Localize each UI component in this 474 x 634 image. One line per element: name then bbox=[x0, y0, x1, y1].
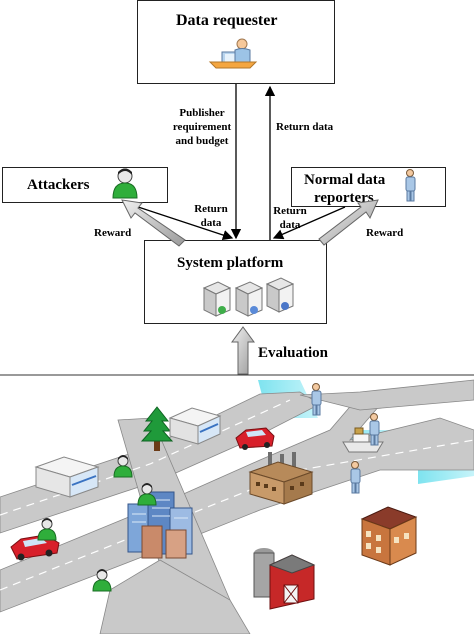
reward-arrow-right bbox=[318, 199, 379, 246]
normal-reporter-icon bbox=[369, 413, 380, 446]
normal-reporters-label-1: Normal data bbox=[304, 172, 386, 188]
publisher-req-label-1: Publisher bbox=[179, 107, 225, 119]
normal-reporters-label-2: reporters bbox=[314, 190, 374, 206]
normal-reporter-icon bbox=[405, 169, 416, 202]
factory-icon bbox=[248, 452, 314, 505]
attackers-label: Attackers bbox=[27, 177, 90, 193]
attacker-icon bbox=[112, 168, 138, 199]
car-icon bbox=[235, 427, 275, 450]
reward-arrow-left bbox=[121, 199, 186, 247]
normal-reporter-icon bbox=[311, 383, 322, 416]
return-data-left-label-2: data bbox=[200, 217, 222, 229]
evaluation-arrow bbox=[231, 326, 255, 375]
reward-left-label: Reward bbox=[94, 227, 132, 239]
skyscrapers-icon bbox=[127, 491, 193, 559]
evaluation-label: Evaluation bbox=[258, 345, 329, 361]
publisher-req-label-3: and budget bbox=[175, 135, 229, 147]
building-icon bbox=[34, 456, 100, 498]
publisher-req-label-2: requirement bbox=[172, 121, 232, 133]
person-at-computer-icon bbox=[208, 38, 258, 69]
return-data-right-label-1: Return bbox=[273, 205, 307, 217]
attacker-icon bbox=[92, 569, 112, 592]
tree-icon bbox=[140, 406, 174, 451]
system-platform-label: System platform bbox=[177, 255, 284, 271]
return-data-right-label-2: data bbox=[279, 219, 301, 231]
data-requester-box bbox=[137, 0, 335, 84]
attackers-box bbox=[2, 167, 168, 203]
normal-reporters-box bbox=[291, 167, 446, 207]
building-icon bbox=[168, 407, 222, 445]
road bbox=[0, 379, 474, 634]
normal-reporter-icon bbox=[350, 461, 361, 494]
arrow-return-data-left bbox=[125, 202, 234, 241]
city-scene bbox=[0, 379, 474, 634]
barn-icon bbox=[253, 548, 316, 610]
data-requester-label: Data requester bbox=[176, 12, 278, 29]
return-data-top-label: Return data bbox=[276, 121, 334, 133]
attacker-icon bbox=[137, 483, 157, 506]
return-data-left-label-1: Return bbox=[194, 203, 228, 215]
reward-right-label: Reward bbox=[366, 227, 404, 239]
school-icon bbox=[360, 506, 418, 566]
arrow-return-data-right bbox=[272, 206, 346, 240]
server-icon bbox=[202, 277, 295, 317]
attacker-icon bbox=[113, 455, 133, 478]
attacker-icon bbox=[37, 518, 57, 541]
